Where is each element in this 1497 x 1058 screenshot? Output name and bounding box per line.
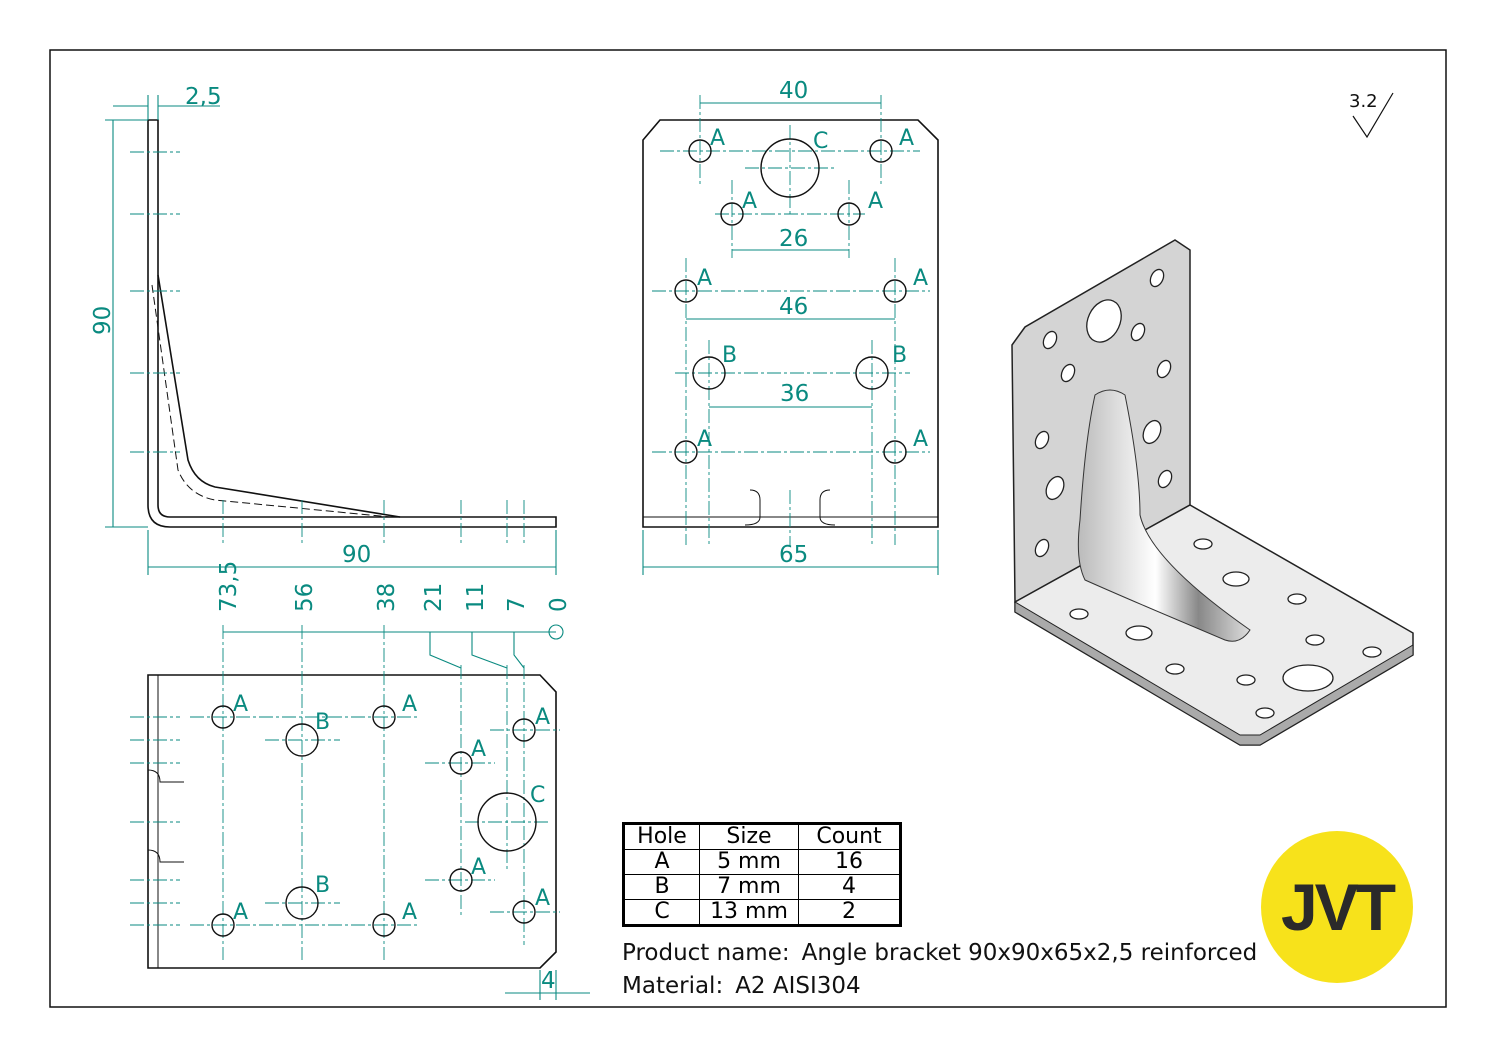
hole-label: C <box>813 129 828 154</box>
dim-26: 26 <box>779 226 808 252</box>
dim-46: 46 <box>779 294 808 320</box>
logo-text: JVT <box>1280 870 1396 944</box>
dim-36: 36 <box>780 381 809 407</box>
hole-label: A <box>402 692 417 717</box>
hole-table: Hole Size Count A 5 mm 16 B 7 mm 4 C 13 … <box>622 822 902 927</box>
width-dim: 90 <box>342 542 371 568</box>
cell: A <box>623 849 700 875</box>
height-dim: 90 <box>90 306 116 335</box>
table-row: B 7 mm 4 <box>623 874 901 900</box>
hole-label: A <box>471 855 486 880</box>
position-label: 7 <box>504 597 530 612</box>
position-label: 21 <box>421 583 447 612</box>
surface-roughness-symbol <box>1352 92 1394 139</box>
hole-label: A <box>233 900 248 925</box>
hole-label: A <box>913 427 928 452</box>
cell: 16 <box>798 849 901 875</box>
side-view: 2,5 90 90 <box>90 84 557 575</box>
hole-label: A <box>913 266 928 291</box>
jvt-logo: JVT <box>1261 831 1413 983</box>
hole-label: B <box>722 343 737 368</box>
header-size: Size <box>699 823 799 850</box>
product-name-line: Product name: Angle bracket 90x90x65x2,5 … <box>622 940 1269 966</box>
hole-label: A <box>868 189 883 214</box>
plan-view: 73,5 56 38 21 11 7 0 4 A A A A A A A A B… <box>130 561 590 1000</box>
sheet-border <box>49 49 1447 1008</box>
table-row: A 5 mm 16 <box>623 849 901 875</box>
header-hole: Hole <box>623 823 700 850</box>
hole-label: A <box>710 126 725 151</box>
hole-label: A <box>697 427 712 452</box>
position-label: 38 <box>374 583 400 612</box>
hole-label: A <box>471 737 486 762</box>
hole-label: C <box>530 783 545 808</box>
dim-40: 40 <box>779 78 808 104</box>
hole-label: A <box>535 886 550 911</box>
position-label: 11 <box>463 583 489 612</box>
cell: 2 <box>798 899 901 926</box>
header-count: Count <box>798 823 901 850</box>
cell: 7 mm <box>699 874 799 900</box>
thickness-dim: 2,5 <box>185 84 222 110</box>
position-label: 73,5 <box>216 561 242 612</box>
hole-label: A <box>899 126 914 151</box>
hole-label: A <box>742 189 757 214</box>
cell: 5 mm <box>699 849 799 875</box>
hole-label: A <box>535 705 550 730</box>
table-row: C 13 mm 2 <box>623 899 901 926</box>
cell: 13 mm <box>699 899 799 926</box>
cell: C <box>623 899 700 926</box>
hole-label: B <box>315 710 330 735</box>
material-line: Material: A2 AISI304 <box>622 973 873 999</box>
hole-label: A <box>233 692 248 717</box>
edge-offset-dim: 4 <box>541 968 556 994</box>
cell: 4 <box>798 874 901 900</box>
hole-label: A <box>697 266 712 291</box>
material-label: Material: <box>622 973 724 999</box>
hole-label: B <box>892 343 907 368</box>
material-value: A2 AISI304 <box>735 973 861 999</box>
cell: B <box>623 874 700 900</box>
product-name-label: Product name: <box>622 940 790 966</box>
hole-label: B <box>315 873 330 898</box>
table-header-row: Hole Size Count <box>623 823 901 850</box>
hole-label: A <box>402 900 417 925</box>
product-name-value: Angle bracket 90x90x65x2,5 reinforced <box>801 940 1258 966</box>
position-label: 0 <box>546 597 572 612</box>
isometric-view <box>1011 239 1414 746</box>
dim-65: 65 <box>779 542 808 568</box>
roughness-value: 3.2 <box>1349 91 1378 112</box>
position-label: 56 <box>292 583 318 612</box>
front-view: 40 26 46 36 65 A A C A A A A B B A A <box>642 78 939 575</box>
